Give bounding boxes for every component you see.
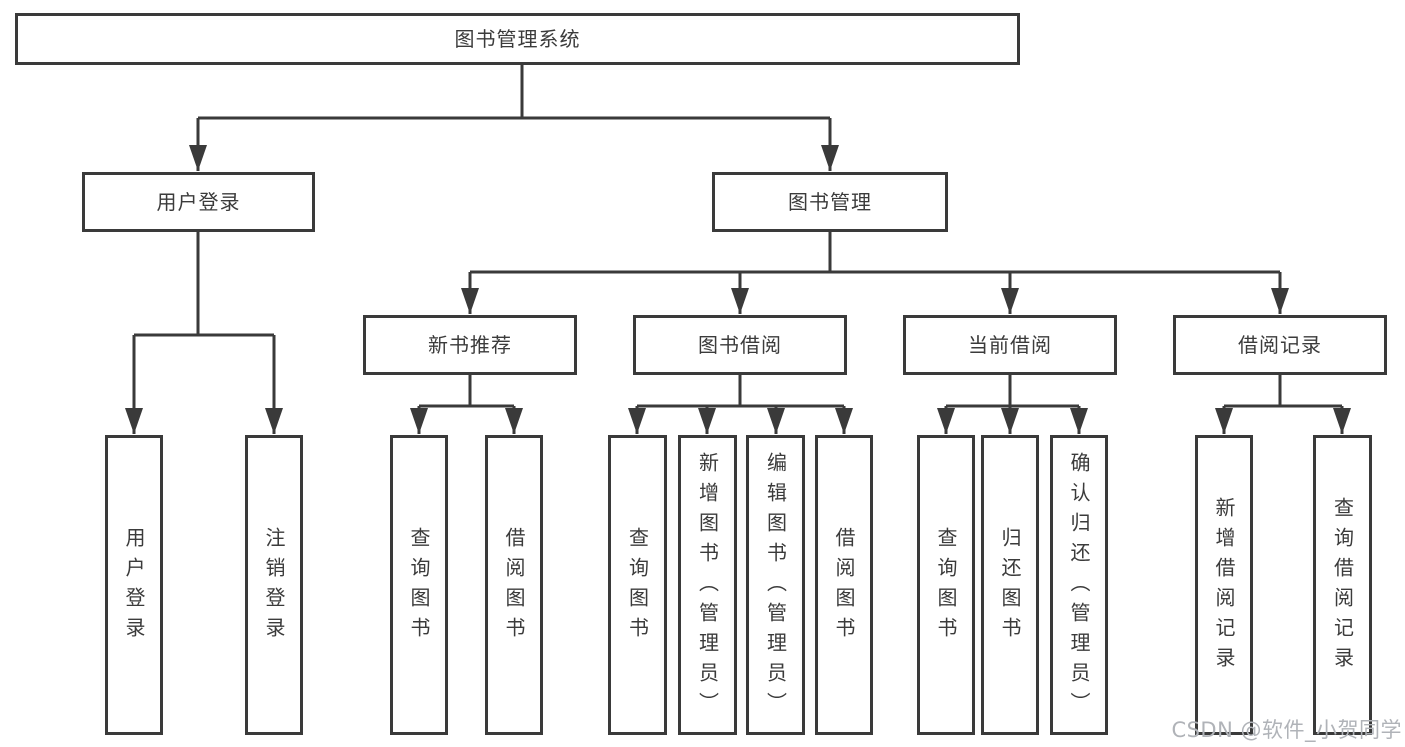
- node-borrow-records: 借阅记录: [1173, 315, 1387, 375]
- node-root-system: 图书管理系统: [15, 13, 1020, 65]
- leaf-records-query-record: 查询借阅记录: [1313, 435, 1372, 735]
- leaf-logout: 注销登录: [245, 435, 303, 735]
- leaf-borrow-borrow-books: 借阅图书: [815, 435, 873, 735]
- connector-current-borrow-to-leaves: [937, 375, 1088, 434]
- leaf-user-login: 用户登录: [105, 435, 163, 735]
- leaf-newbook-query-books: 查询图书: [390, 435, 448, 735]
- leaf-current-return-books: 归还图书: [981, 435, 1039, 735]
- node-book-borrow: 图书借阅: [633, 315, 847, 375]
- connector-user-login-to-leaves: [125, 232, 283, 434]
- node-new-book-recommend: 新书推荐: [363, 315, 577, 375]
- leaf-borrow-query-books: 查询图书: [608, 435, 667, 735]
- leaf-current-confirm-return-admin: 确认归还（管理员）: [1050, 435, 1108, 735]
- connector-borrow-records-to-leaves: [1215, 375, 1351, 434]
- node-user-login: 用户登录: [82, 172, 315, 232]
- connector-book-management-to-level3: [461, 232, 1289, 314]
- connector-root-to-level2: [189, 65, 839, 171]
- leaf-current-query-books: 查询图书: [917, 435, 975, 735]
- csdn-watermark: CSDN @软件_小贺同学: [1171, 718, 1402, 742]
- node-book-management: 图书管理: [712, 172, 948, 232]
- connector-new-book-recommend-to-leaves: [410, 375, 523, 434]
- node-current-borrow: 当前借阅: [903, 315, 1117, 375]
- leaf-newbook-borrow-books: 借阅图书: [485, 435, 543, 735]
- leaf-borrow-add-books-admin: 新增图书（管理员）: [678, 435, 737, 735]
- leaf-records-add-record: 新增借阅记录: [1195, 435, 1253, 735]
- connector-book-borrow-to-leaves: [628, 375, 853, 434]
- leaf-borrow-edit-books-admin: 编辑图书（管理员）: [746, 435, 805, 735]
